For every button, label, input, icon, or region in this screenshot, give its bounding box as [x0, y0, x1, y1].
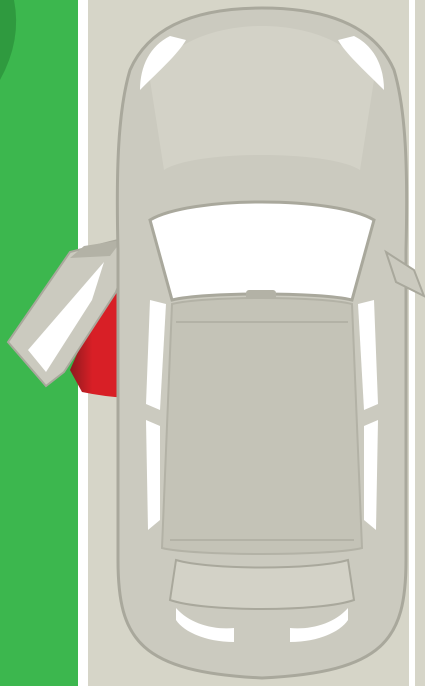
roof [162, 298, 362, 554]
road-right-shoulder [415, 0, 425, 686]
side-window-rear-left [146, 420, 160, 530]
rear-window [170, 560, 354, 609]
side-window-rear-right [364, 420, 378, 530]
windshield [150, 202, 374, 300]
road-edge-line-right [409, 0, 415, 686]
car-top-view-icon [117, 8, 424, 678]
hood-shade [150, 26, 374, 170]
